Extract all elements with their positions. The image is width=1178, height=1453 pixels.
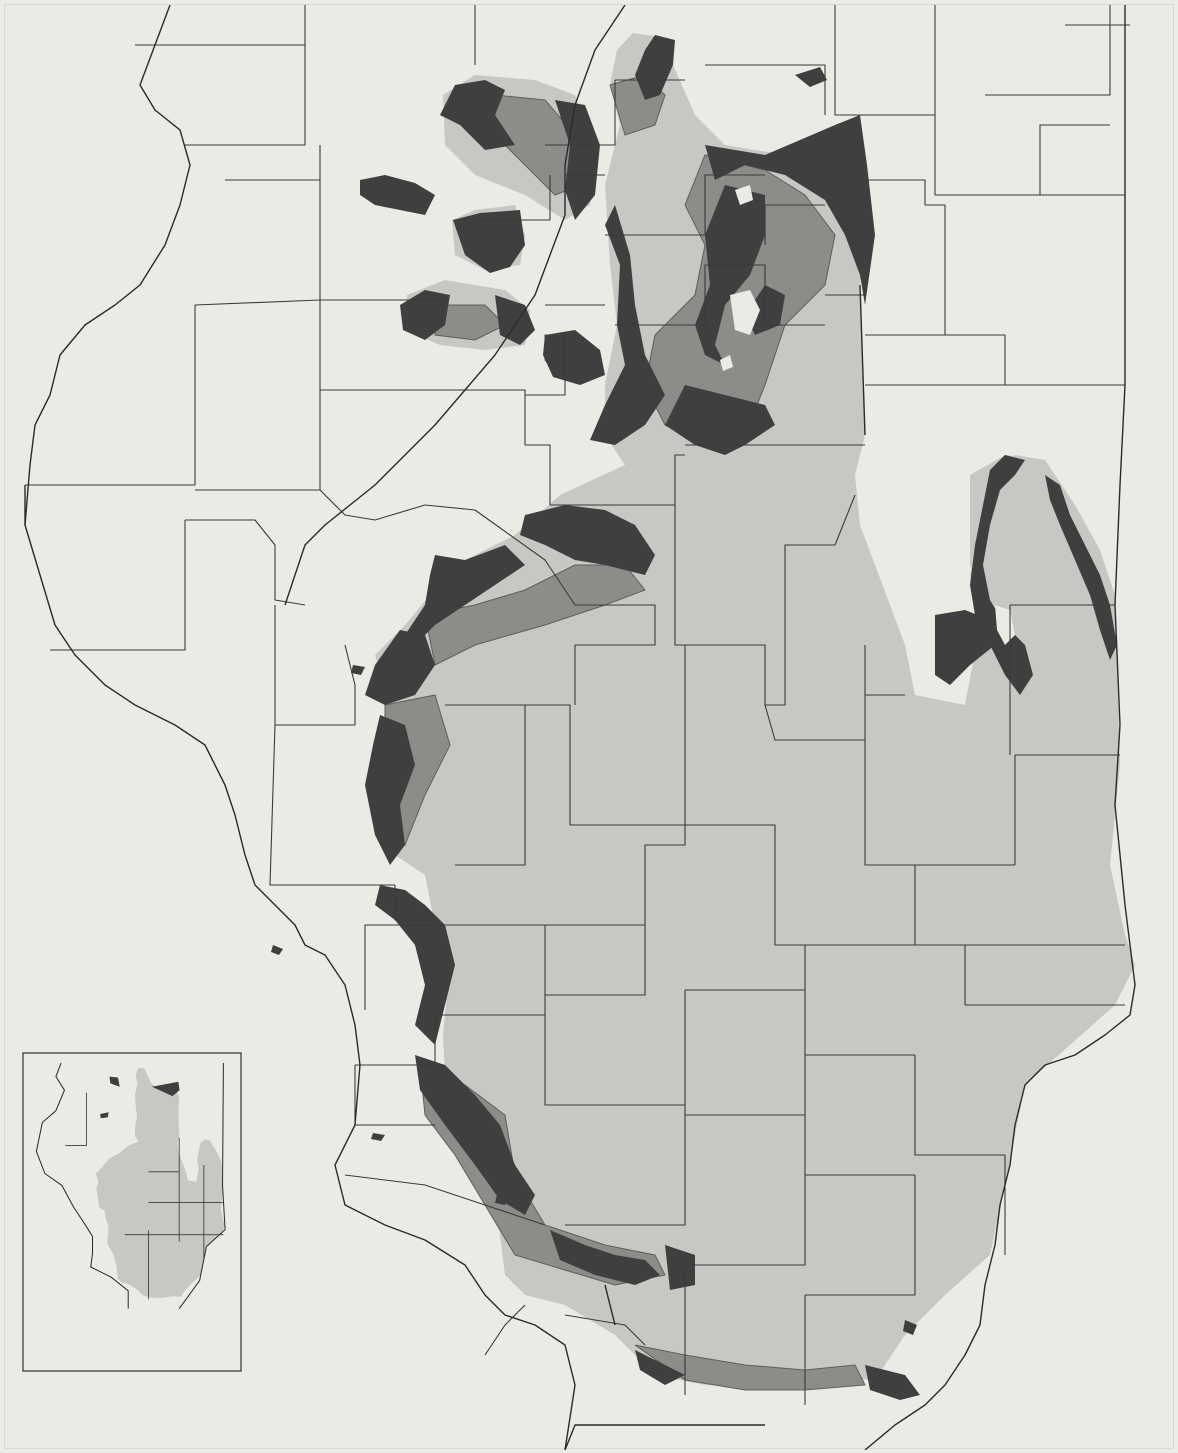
inset-locator-map [22, 1052, 242, 1372]
water-features [271, 665, 509, 1205]
range-dark-area [360, 35, 1117, 1400]
distribution-map [4, 4, 1174, 1450]
state-boundaries [24, 5, 1136, 1450]
county-boundaries [25, 5, 1130, 1405]
map-canvas [22, 5, 1136, 1450]
